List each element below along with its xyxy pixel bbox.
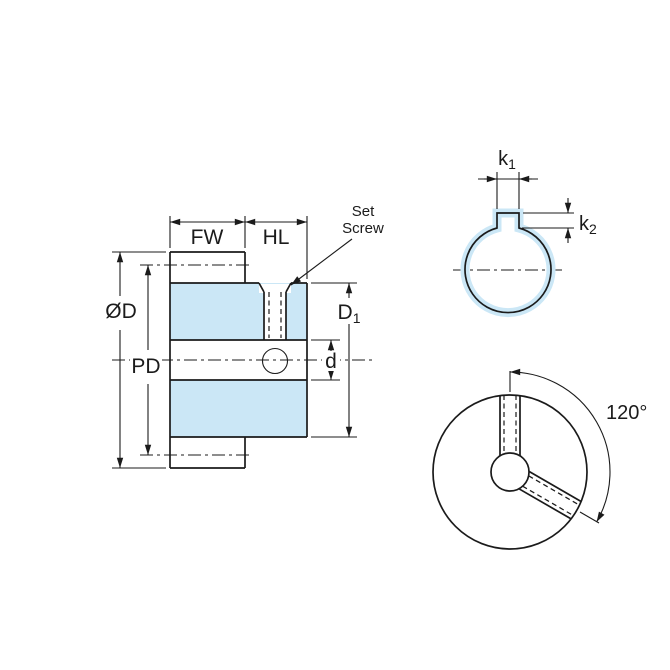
bore-keyway-outline bbox=[464, 212, 552, 314]
angle-arc bbox=[509, 368, 611, 523]
set-screw-tip-circle bbox=[261, 347, 289, 375]
set-screw-label-line1: Set bbox=[352, 203, 375, 220]
k1-extension-lines bbox=[478, 172, 538, 209]
k2-label-base: k bbox=[579, 213, 590, 235]
d1-label-base: D bbox=[338, 301, 353, 324]
k2-label-subscript: 2 bbox=[589, 221, 597, 237]
fw-label: FW bbox=[191, 226, 224, 249]
end-view: 120° bbox=[432, 368, 647, 550]
set-screw-thread-vertical bbox=[503, 395, 517, 454]
hl-label: HL bbox=[263, 226, 290, 249]
od-label: ØD bbox=[105, 300, 137, 323]
k2-label: k2 bbox=[579, 213, 597, 237]
k1-label-base: k bbox=[498, 148, 509, 170]
pd-label: PD bbox=[131, 355, 160, 378]
set-screw-hole-vertical bbox=[499, 396, 521, 456]
set-screw-thread-hidden-lines bbox=[268, 292, 282, 338]
set-screw-label-line2: Screw bbox=[342, 220, 384, 237]
bore-circle bbox=[490, 452, 530, 492]
pd-label-backing bbox=[130, 355, 162, 377]
extension-lines bbox=[112, 216, 357, 469]
screw-axis-extension-lines bbox=[509, 371, 600, 524]
side-view: FW HL ØD PD D1 d Set Screw bbox=[105, 203, 384, 469]
set-screw-hole bbox=[264, 284, 286, 340]
angle-label: 120° bbox=[606, 402, 647, 424]
bore-label: d bbox=[325, 350, 337, 373]
d1-label-subscript: 1 bbox=[353, 310, 361, 326]
k2-extension-lines bbox=[522, 212, 574, 229]
d1-label: D1 bbox=[338, 301, 361, 326]
keyway-view: k1 k2 bbox=[453, 148, 597, 318]
gear-face-outer-circle bbox=[432, 394, 588, 550]
k1-label: k1 bbox=[498, 148, 516, 172]
set-screw-leader-line bbox=[290, 238, 353, 286]
k1-label-subscript: 1 bbox=[508, 156, 516, 172]
bore-label-backing bbox=[322, 353, 340, 371]
